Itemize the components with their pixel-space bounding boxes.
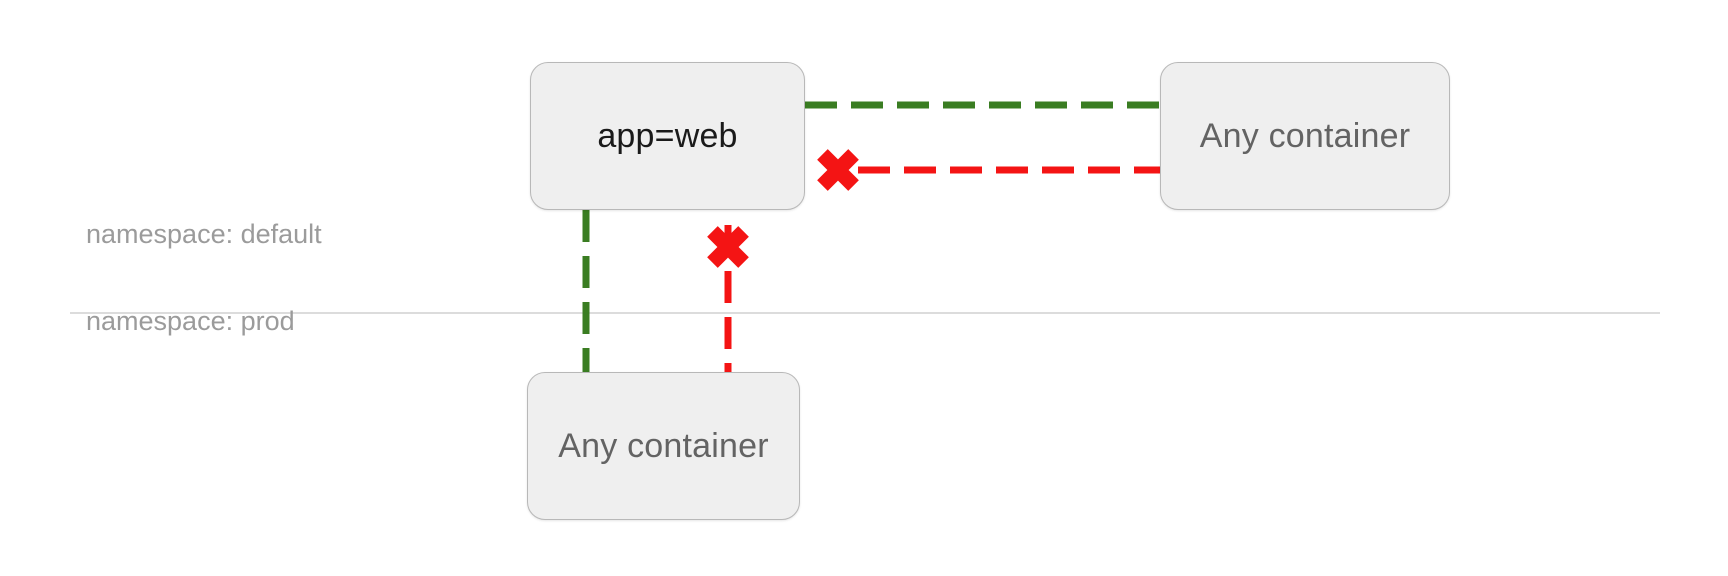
zone-label-prod: namespace: prod (86, 306, 295, 336)
node-any-container-right-label: Any container (1199, 117, 1411, 155)
deny-x-icon (817, 149, 859, 191)
node-app-web[interactable]: app=web (530, 62, 805, 210)
deny-x-icon (707, 226, 749, 268)
zone-label-default: namespace: default (86, 219, 322, 249)
node-any-container-bottom[interactable]: Any container (527, 372, 800, 520)
node-any-container-right[interactable]: Any container (1160, 62, 1450, 210)
node-app-web-label: app=web (597, 117, 738, 155)
node-any-container-bottom-label: Any container (558, 427, 769, 465)
